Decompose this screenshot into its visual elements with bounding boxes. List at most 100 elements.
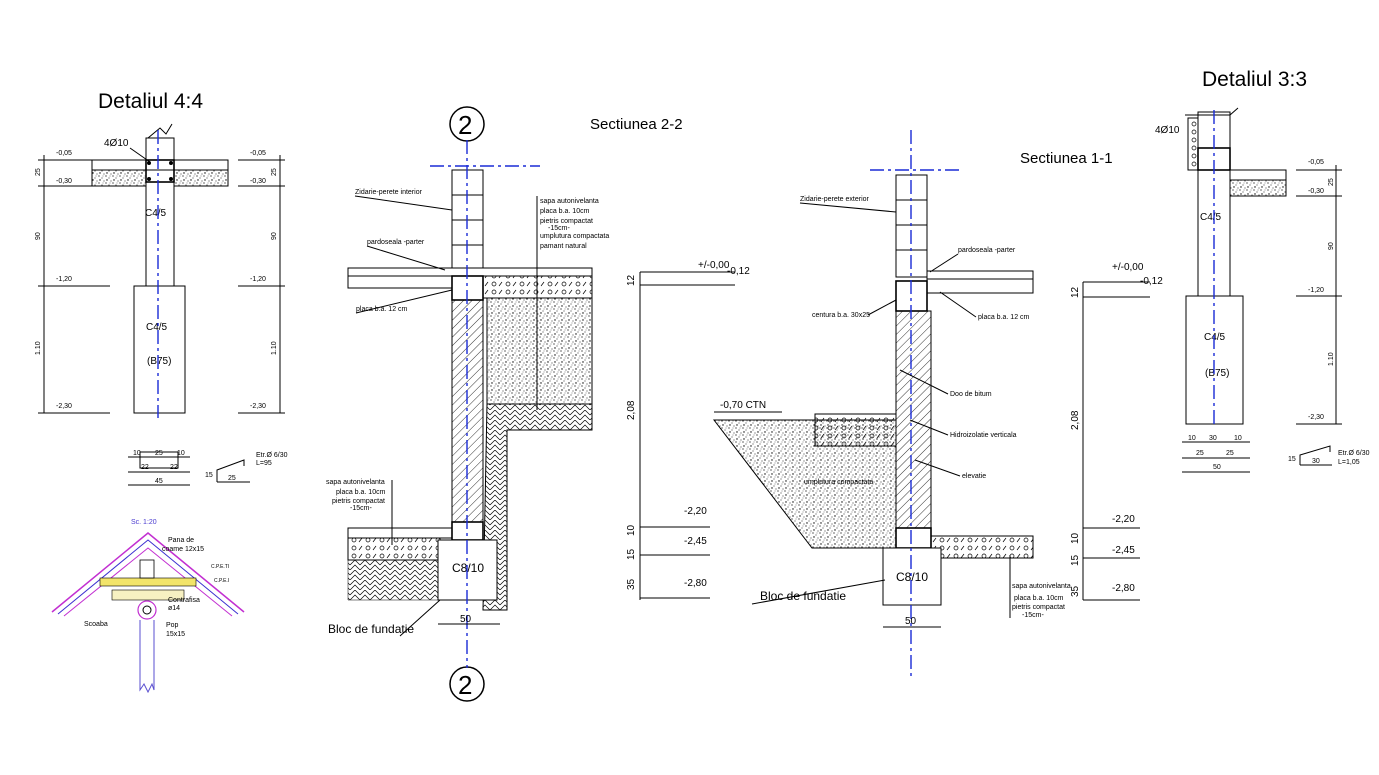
svg-text:2: 2 xyxy=(458,670,472,700)
svg-text:Etr.Ø 6/30: Etr.Ø 6/30 xyxy=(256,452,288,459)
svg-text:Hidroizolatie verticala: Hidroizolatie verticala xyxy=(950,432,1017,439)
svg-text:-2,45: -2,45 xyxy=(1112,545,1135,556)
svg-text:Etr.Ø 6/30: Etr.Ø 6/30 xyxy=(1338,450,1370,457)
svg-text:35: 35 xyxy=(1070,585,1081,597)
svg-text:C.P.E.I: C.P.E.I xyxy=(214,578,229,584)
svg-text:-0,05: -0,05 xyxy=(250,150,266,157)
svg-text:C8/10: C8/10 xyxy=(452,561,484,575)
right-dim-chain: -0,05 -0,30 -1,20 -2,30 25 90 1.10 xyxy=(238,150,285,414)
svg-text:30: 30 xyxy=(1209,435,1217,442)
svg-text:C8/10: C8/10 xyxy=(896,570,928,584)
svg-text:Doo de bitum: Doo de bitum xyxy=(950,391,992,398)
svg-text:-2,30: -2,30 xyxy=(56,403,72,410)
svg-text:umplutura compactata: umplutura compactata xyxy=(540,233,609,240)
break-line xyxy=(147,123,173,139)
svg-text:placa b.a. 12 cm: placa b.a. 12 cm xyxy=(978,314,1030,321)
svg-text:-0,30: -0,30 xyxy=(1308,188,1324,195)
svg-text:C.P.E.TI: C.P.E.TI xyxy=(211,564,229,570)
svg-text:50: 50 xyxy=(460,614,472,625)
svg-text:90: 90 xyxy=(271,232,278,240)
bars-label: 4Ø10 xyxy=(104,138,129,149)
footing-outline xyxy=(133,285,186,414)
svg-text:-1,20: -1,20 xyxy=(250,276,266,283)
svg-text:1.10: 1.10 xyxy=(1328,352,1335,366)
svg-text:Zidarie-perete exterior: Zidarie-perete exterior xyxy=(800,196,870,203)
section-11-title: Sectiunea 1-1 xyxy=(1020,150,1113,167)
svg-text:pardoseala -parter: pardoseala -parter xyxy=(958,247,1016,254)
layers-s11: sapa autonivelanta placa b.a. 10cm pietr… xyxy=(1009,555,1071,619)
svg-text:coame 12x15: coame 12x15 xyxy=(162,546,204,553)
svg-text:-0,05: -0,05 xyxy=(56,150,72,157)
svg-text:+/-0,00: +/-0,00 xyxy=(1112,262,1144,273)
levels-s11: +/-0,00 -0,12 -2,20 -2,45 -2,80 12 2,08 … xyxy=(1070,262,1163,601)
svg-text:-2,20: -2,20 xyxy=(1112,514,1135,525)
svg-text:15: 15 xyxy=(1070,554,1081,566)
svg-text:Contrafisa: Contrafisa xyxy=(168,597,200,604)
svg-text:sapa autonivelanta: sapa autonivelanta xyxy=(326,479,385,486)
svg-text:placa b.a. 10cm: placa b.a. 10cm xyxy=(1014,595,1064,602)
footing-class: (B75) xyxy=(147,356,171,367)
svg-text:umplutura compactata: umplutura compactata xyxy=(804,479,873,486)
svg-text:-15cm-: -15cm- xyxy=(350,505,372,512)
svg-text:-15cm-: -15cm- xyxy=(1022,612,1044,619)
footing-label: C4/5 xyxy=(146,322,168,333)
d33-stirrup: 10 30 10 25 25 50 Etr.Ø 6/30 L=1,05 15 3… xyxy=(1182,435,1370,473)
section-22-title: Sectiunea 2-2 xyxy=(590,116,683,133)
svg-text:25: 25 xyxy=(1196,450,1204,457)
svg-text:-1,20: -1,20 xyxy=(56,276,72,283)
svg-text:C4/5: C4/5 xyxy=(1204,332,1226,343)
stirrup-section: 10 25 10 22 22 45 Etr.Ø 6/30 L=95 15 25 xyxy=(128,450,288,486)
svg-text:pardoseala -parter: pardoseala -parter xyxy=(367,239,425,246)
svg-text:pietris compactat: pietris compactat xyxy=(332,498,385,505)
svg-text:placa b.a. 10cm: placa b.a. 10cm xyxy=(336,489,386,496)
detail-4-4: Detaliul 4:4 4Ø10 C4/5 C4/5 (B75) -0,05 … xyxy=(35,90,288,486)
svg-text:15: 15 xyxy=(205,472,213,479)
svg-text:sapa autonivelanta: sapa autonivelanta xyxy=(1012,583,1071,590)
section-1-1: Sectiunea 1-1 C8/10 Zidarie-perete exter… xyxy=(712,130,1163,678)
detail-3-3: Detaliul 3:3 4Ø10 C4/5 C4/5 (B75) -0,05 … xyxy=(1155,68,1370,473)
svg-text:-2,45: -2,45 xyxy=(684,536,707,547)
svg-text:-0,70 CTN: -0,70 CTN xyxy=(720,400,766,411)
svg-text:2: 2 xyxy=(458,110,472,140)
svg-text:25: 25 xyxy=(155,450,163,457)
svg-text:35: 35 xyxy=(626,578,637,590)
left-dim-chain: -0,05 -0,30 -1,20 -2,30 25 90 1.10 xyxy=(35,150,110,414)
levels-s22: +/-0,00 -0,12 -2,20 -2,45 -2,80 12 2,08 … xyxy=(626,260,750,600)
svg-text:Pana de: Pana de xyxy=(168,537,194,544)
svg-text:90: 90 xyxy=(35,232,42,240)
layers-top: sapa autonivelanta placa b.a. 10cm pietr… xyxy=(536,196,609,410)
svg-text:-15cm-: -15cm- xyxy=(548,225,570,232)
svg-text:10: 10 xyxy=(1234,435,1242,442)
svg-text:-2,80: -2,80 xyxy=(1112,583,1135,594)
column-label: C4/5 xyxy=(145,208,167,219)
scale-label: Sc. 1:20 xyxy=(131,519,157,526)
svg-text:22: 22 xyxy=(170,464,178,471)
svg-text:-0,30: -0,30 xyxy=(250,178,266,185)
svg-text:10: 10 xyxy=(626,524,637,536)
svg-text:10: 10 xyxy=(133,450,141,457)
svg-text:pietris compactat: pietris compactat xyxy=(540,218,593,225)
svg-text:Zidarie-perete interior: Zidarie-perete interior xyxy=(355,189,423,196)
svg-text:-2,80: -2,80 xyxy=(684,578,707,589)
svg-text:15: 15 xyxy=(626,548,637,560)
svg-text:30: 30 xyxy=(1312,458,1320,465)
svg-text:2,08: 2,08 xyxy=(1070,410,1081,430)
svg-text:25: 25 xyxy=(1328,178,1335,186)
svg-text:C4/5: C4/5 xyxy=(1200,212,1222,223)
svg-text:pietris compactat: pietris compactat xyxy=(1012,604,1065,611)
svg-text:1.10: 1.10 xyxy=(35,341,42,355)
svg-text:pamant natural: pamant natural xyxy=(540,243,587,250)
svg-text:50: 50 xyxy=(905,616,917,627)
svg-text:placa b.a. 10cm: placa b.a. 10cm xyxy=(540,208,590,215)
svg-text:22: 22 xyxy=(141,464,149,471)
svg-text:12: 12 xyxy=(1070,286,1081,298)
svg-text:10: 10 xyxy=(1070,532,1081,544)
svg-text:L=95: L=95 xyxy=(256,460,272,467)
svg-text:50: 50 xyxy=(1213,464,1221,471)
svg-text:-0,05: -0,05 xyxy=(1308,159,1324,166)
svg-text:ø14: ø14 xyxy=(168,605,180,612)
svg-text:15x15: 15x15 xyxy=(166,631,185,638)
d33-dim-chain: -0,05 -0,30 -1,20 -2,30 25 90 1.10 xyxy=(1296,159,1342,425)
svg-text:(B75): (B75) xyxy=(1205,368,1229,379)
